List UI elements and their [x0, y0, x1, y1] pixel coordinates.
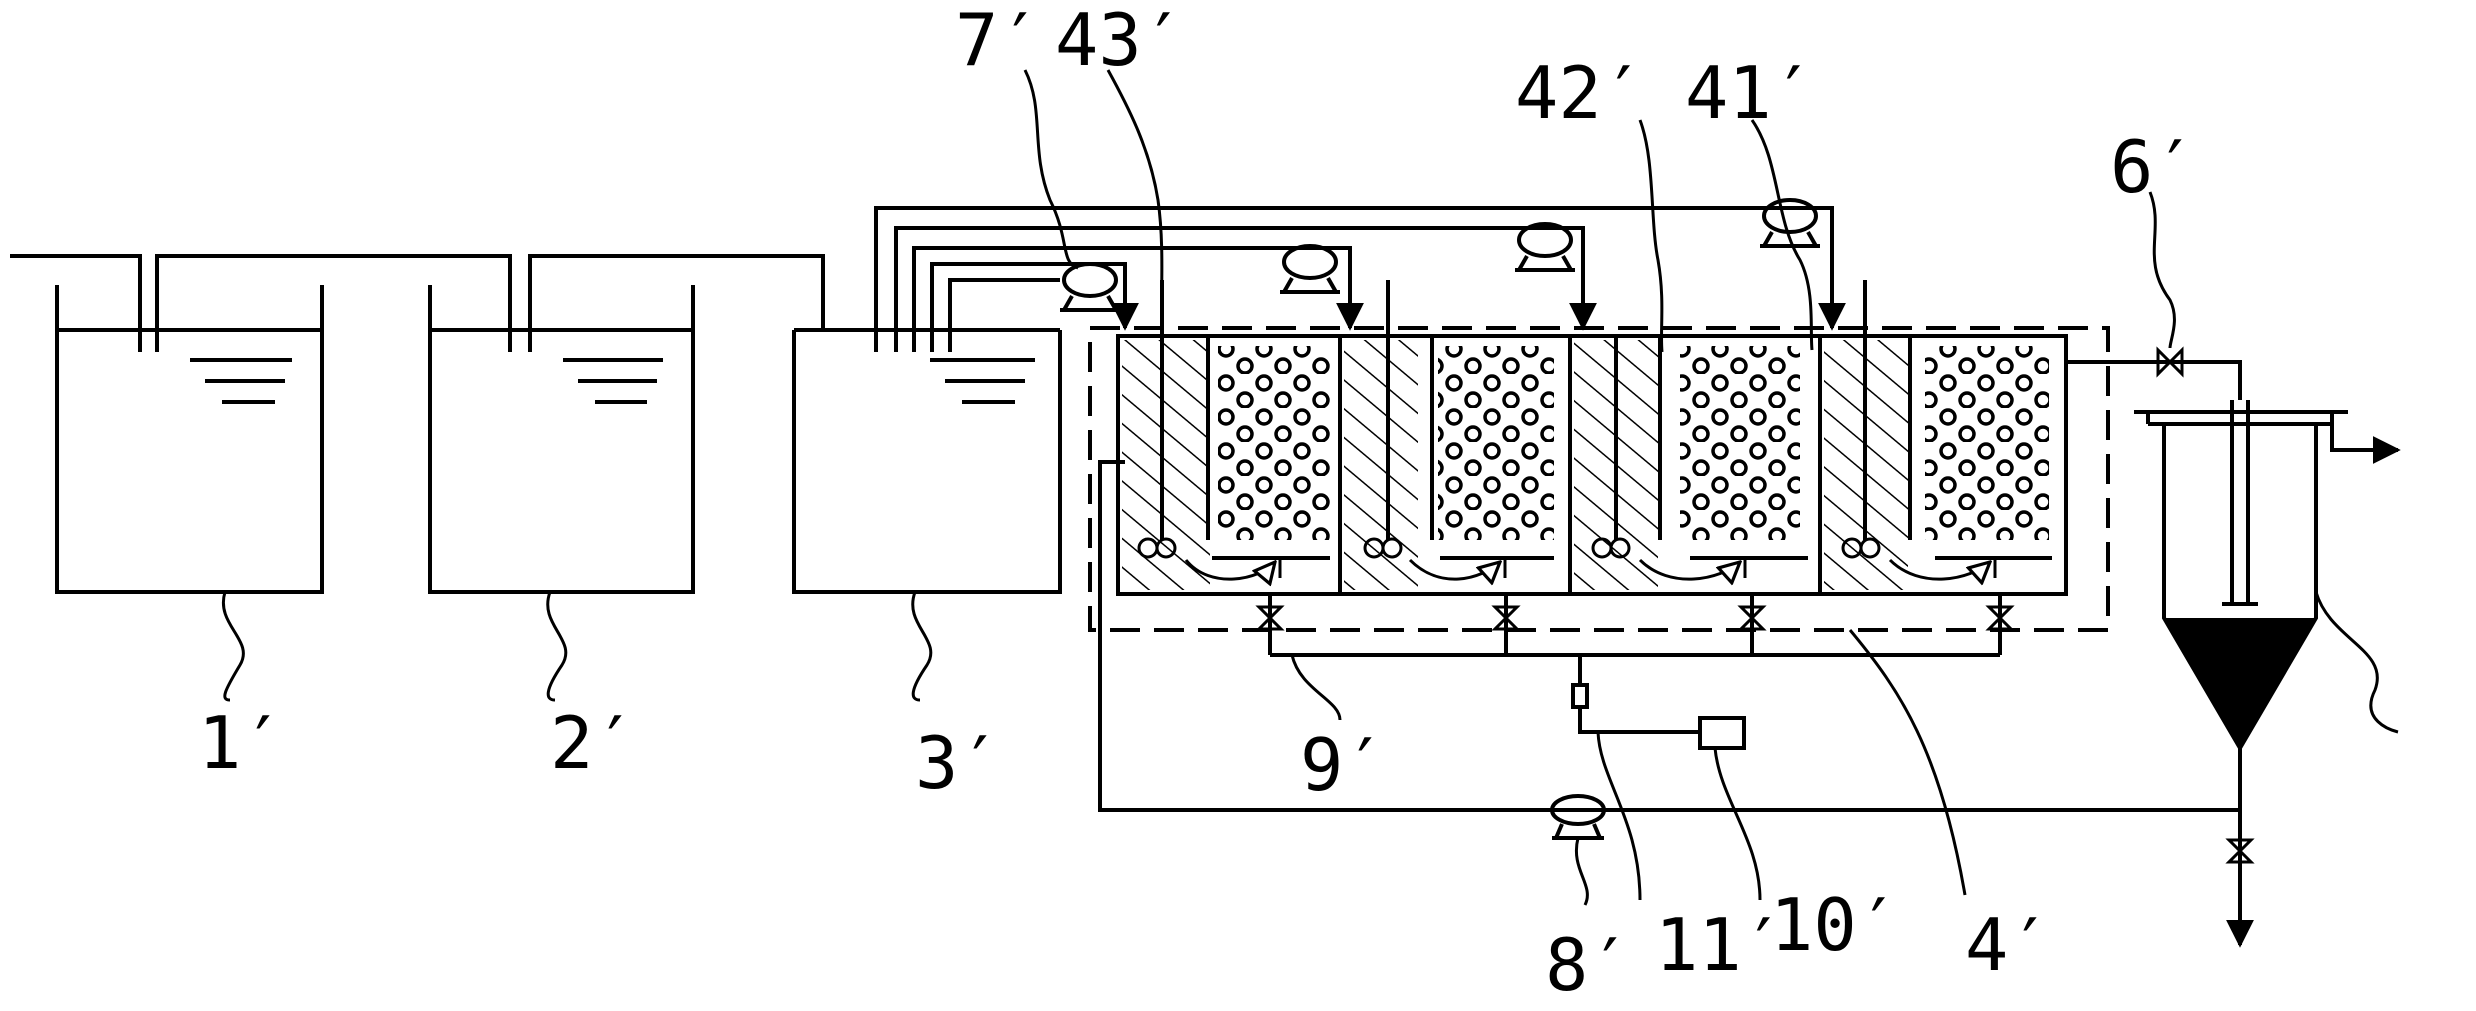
settler-5 — [2134, 400, 2401, 948]
tank-1 — [55, 285, 324, 702]
hatched-zone-2 — [1344, 340, 1418, 590]
label-controller-10: 10′ — [1770, 883, 1900, 967]
label-aerator-43: 43′ — [1055, 0, 1185, 82]
carrier-packing-3 — [1680, 346, 1800, 540]
label-valve-6: 6′ — [2110, 125, 2197, 209]
sludge-cone — [2164, 618, 2316, 748]
tank-3 — [792, 328, 1062, 702]
outlet-pipe — [2066, 346, 2242, 400]
label-zone-42: 42′ — [1515, 51, 1645, 135]
label-reactor-4: 4′ — [1965, 903, 2052, 987]
label-sensor-11: 11′ — [1655, 903, 1785, 987]
inlet-pipe — [10, 254, 825, 352]
carrier-packing-4 — [1925, 346, 2049, 540]
valve-icon — [1255, 605, 2015, 631]
pump-feed-4 — [1760, 198, 1820, 248]
valve-icon — [2156, 346, 2184, 378]
carrier-packing-2 — [1438, 346, 1554, 540]
hatched-zone-1 — [1122, 340, 1210, 590]
feed-pipes — [874, 206, 1846, 352]
label-tank-3: 3′ — [915, 721, 1002, 805]
tank-2 — [428, 285, 695, 702]
aerator-icon — [1137, 537, 1881, 559]
drain-valves — [1255, 594, 2015, 657]
label-valve-9: 9′ — [1300, 723, 1387, 807]
label-pump-8: 8′ — [1545, 923, 1632, 1007]
pump-feed-3 — [1515, 222, 1575, 272]
label-pump-7: 7′ — [955, 0, 1042, 82]
controller-10 — [1698, 716, 1746, 750]
pump-feed-2 — [1280, 244, 1340, 294]
valve-icon — [2225, 838, 2255, 864]
reactor-4 — [1088, 280, 2110, 632]
carrier-packing-1 — [1218, 346, 1330, 540]
label-carrier-41: 41′ — [1685, 51, 1815, 135]
sensor-11 — [1571, 655, 1700, 734]
leader-lines — [1023, 69, 2176, 906]
label-tank-2: 2′ — [550, 701, 637, 785]
label-tank-1: 1′ — [198, 701, 285, 785]
pump-7 — [1060, 262, 1120, 312]
pump-8 — [1550, 794, 1606, 840]
